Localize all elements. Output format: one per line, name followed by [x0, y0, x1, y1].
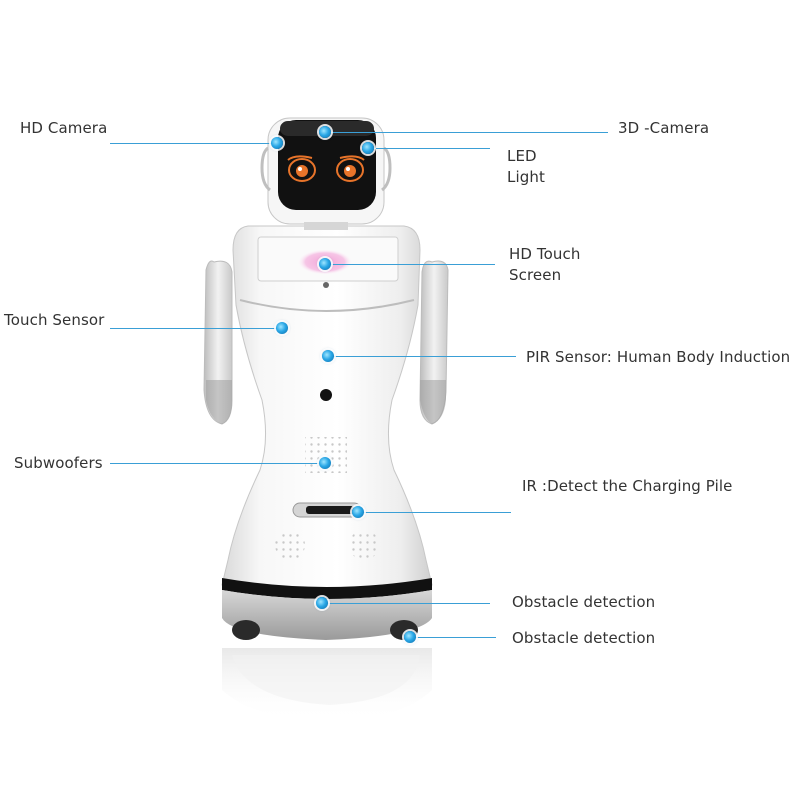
torso [221, 225, 433, 601]
leader-line-obstacle-1 [322, 603, 490, 604]
callout-dot-ir [352, 506, 364, 518]
right-speaker-grille [349, 530, 379, 560]
leader-line-led-light [368, 148, 490, 149]
floor-reflection [222, 648, 432, 722]
callout-dot-subwoofers [319, 457, 331, 469]
label-touch-sensor: Touch Sensor [4, 311, 105, 329]
label-3d-camera: 3D -Camera [618, 119, 710, 137]
label-led-light-line2: Light [507, 168, 545, 186]
label-ir-detect: IR :Detect the Charging Pile [522, 477, 733, 495]
leader-line-touch-sensor [110, 328, 282, 329]
eyes [287, 155, 365, 182]
left-speaker-grille [275, 530, 305, 560]
label-pir-sensor: PIR Sensor: Human Body Induction [526, 348, 791, 366]
callout-dot-touch-sensor [276, 322, 288, 334]
leader-line-hd-camera [110, 143, 276, 144]
label-hd-camera: HD Camera [20, 119, 108, 137]
callout-dot-led-light [362, 142, 374, 154]
leader-line-hd-touch [325, 264, 495, 265]
leader-line-ir [358, 512, 511, 513]
label-obstacle-detection-2: Obstacle detection [512, 629, 656, 647]
right-arm [419, 260, 449, 425]
base [222, 578, 432, 640]
callout-dot-3d-camera [319, 126, 331, 138]
ir-slot [292, 502, 362, 518]
leader-line-pir [330, 356, 516, 357]
callout-dot-obstacle-1 [316, 597, 328, 609]
leader-line-obstacle-2 [410, 637, 496, 638]
callout-dot-obstacle-2 [404, 631, 416, 643]
label-subwoofers: Subwoofers [14, 454, 103, 472]
label-led-light-line1: LED [507, 147, 537, 165]
leader-line-3d-camera [325, 132, 608, 133]
head [260, 117, 392, 230]
callout-dot-hd-camera [271, 137, 283, 149]
label-hd-touch-line1: HD Touch [509, 245, 581, 263]
left-arm [203, 260, 233, 425]
callout-dot-hd-touch [319, 258, 331, 270]
chest-hole [320, 389, 332, 401]
callout-dot-pir [322, 350, 334, 362]
label-obstacle-detection-1: Obstacle detection [512, 593, 656, 611]
label-hd-touch-line2: Screen [509, 266, 562, 284]
leader-line-subwoofers [110, 463, 325, 464]
